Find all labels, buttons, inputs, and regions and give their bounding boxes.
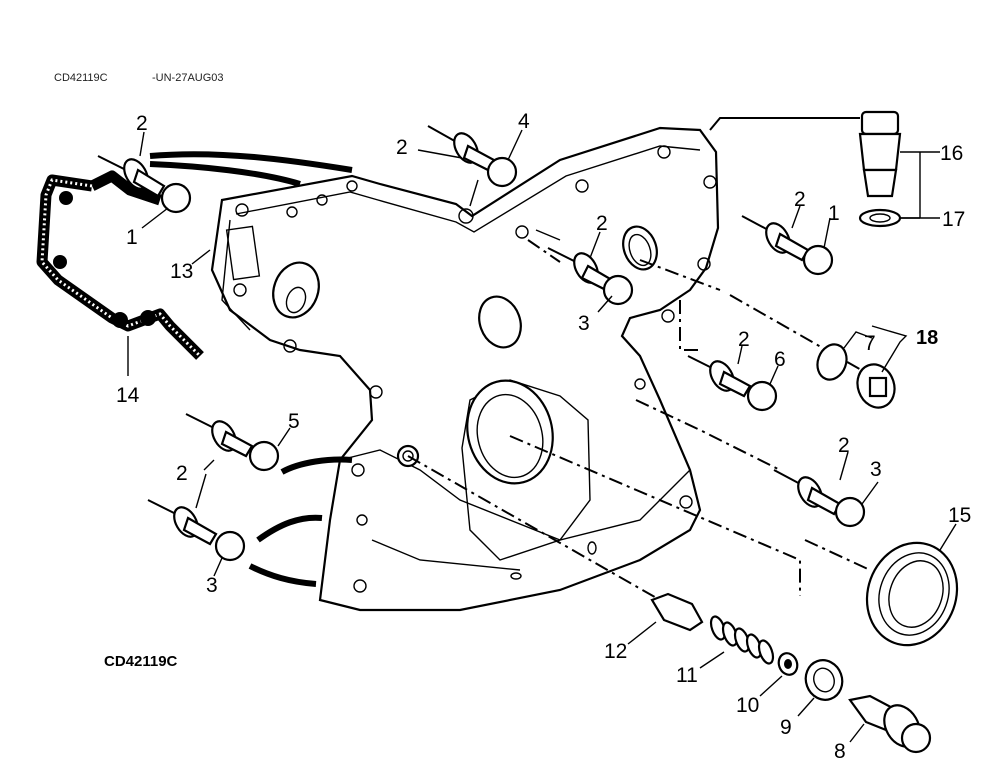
assembly-arrows xyxy=(149,117,860,587)
callout-3-mid: 3 xyxy=(578,312,590,335)
washer-10 xyxy=(777,652,799,676)
assembly-centerlines xyxy=(407,239,871,601)
callout-14: 14 xyxy=(116,384,140,407)
bolt-3-right-low xyxy=(773,469,866,528)
callout-17: 17 xyxy=(942,208,965,231)
spring-11 xyxy=(709,615,775,665)
callout-7: 7 xyxy=(864,332,876,355)
header-code: CD42119C xyxy=(54,72,108,84)
callout-2-right-low: 2 xyxy=(838,434,850,457)
header-date-code: -UN-27AUG03 xyxy=(152,72,224,84)
plug-8 xyxy=(848,694,932,754)
figure-code: CD42119C xyxy=(104,653,178,670)
callout-2-right-mid: 2 xyxy=(738,328,750,351)
callout-2-right-top: 2 xyxy=(794,188,806,211)
callout-10: 10 xyxy=(736,694,759,717)
callout-4: 4 xyxy=(518,110,530,133)
callout-1-right-top: 1 xyxy=(828,202,840,225)
bolt-1-top-left xyxy=(97,155,192,214)
bolt-5 xyxy=(185,413,280,472)
callout-2-top-mid: 2 xyxy=(396,136,408,159)
bolt-6 xyxy=(687,355,778,412)
callout-6: 6 xyxy=(774,348,786,371)
callout-1-top-left: 1 xyxy=(126,226,138,249)
callout-11: 11 xyxy=(676,664,698,687)
callout-5: 5 xyxy=(288,410,300,433)
callout-13: 13 xyxy=(170,260,193,283)
callout-2-left-low: 2 xyxy=(176,462,188,485)
callout-16: 16 xyxy=(940,142,963,165)
bolt-1-right xyxy=(741,215,834,276)
callout-18: 18 xyxy=(916,327,938,349)
callout-15: 15 xyxy=(948,504,971,527)
washer-9 xyxy=(804,659,844,701)
callout-3-left-low: 3 xyxy=(206,574,218,597)
gasket-14 xyxy=(36,170,204,360)
callout-8: 8 xyxy=(834,740,846,763)
callout-12: 12 xyxy=(604,640,627,663)
oil-seal-15 xyxy=(865,541,959,647)
callout-3-right-low: 3 xyxy=(870,458,882,481)
callout-2-top-left: 2 xyxy=(136,112,148,135)
bolt-3-mid xyxy=(547,247,634,306)
fitting-16 xyxy=(858,110,902,228)
callout-2-mid: 2 xyxy=(596,212,608,235)
valve-12 xyxy=(650,592,704,632)
bolt-3-left-low xyxy=(147,499,246,562)
plug-18 xyxy=(816,343,896,409)
leader-lines xyxy=(127,129,957,743)
callout-9: 9 xyxy=(780,716,792,739)
bolt-4 xyxy=(427,125,518,188)
timing-gear-cover-13 xyxy=(210,126,720,612)
